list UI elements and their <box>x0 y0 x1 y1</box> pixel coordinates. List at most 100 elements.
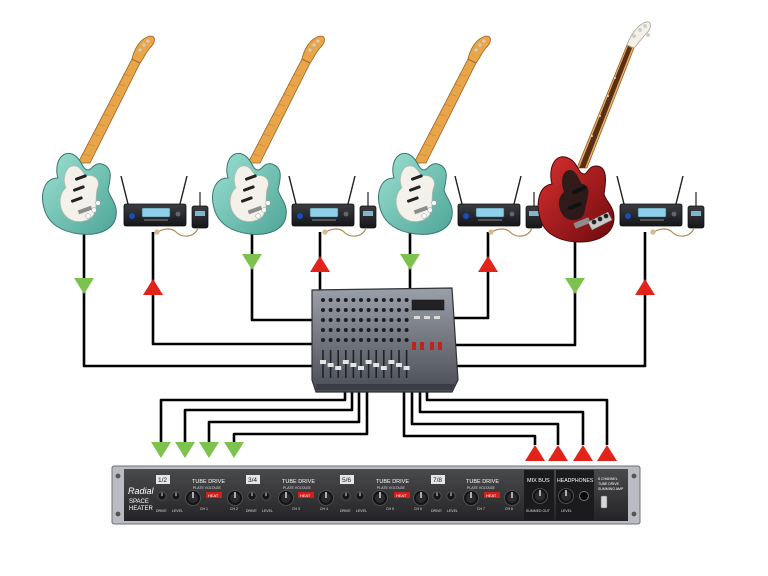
tube-drive-knob-1a[interactable] <box>184 489 202 507</box>
mixer-knob[interactable] <box>351 308 356 312</box>
mixer-knob[interactable] <box>381 308 386 312</box>
mixer-knob[interactable] <box>351 338 356 342</box>
mixer-knob[interactable] <box>389 328 394 332</box>
instrument-row <box>42 21 705 243</box>
tube-drive-knob-2a[interactable] <box>277 489 295 507</box>
mixer-knob[interactable] <box>351 318 356 322</box>
mixer-knob[interactable] <box>351 298 356 302</box>
mixer-knob[interactable] <box>381 318 386 322</box>
mixer-knob[interactable] <box>328 298 333 302</box>
mixer-knob[interactable] <box>404 318 409 322</box>
mixer-fader[interactable] <box>335 366 342 370</box>
mixer-knob[interactable] <box>336 338 341 342</box>
mixer-knob[interactable] <box>328 308 333 312</box>
mixer-fader[interactable] <box>373 363 380 367</box>
mixer-knob[interactable] <box>321 308 325 312</box>
pair-label-2: 3/4 <box>248 477 257 484</box>
mix-bus-knob[interactable] <box>531 487 549 505</box>
mixer-knob[interactable] <box>336 308 341 312</box>
mixer-fader[interactable] <box>320 360 326 364</box>
mixer-fader[interactable] <box>365 360 372 364</box>
mixer-knob[interactable] <box>336 318 341 322</box>
ch-a-label-4: CH 7 <box>477 507 485 511</box>
mixer-knob[interactable] <box>343 318 348 322</box>
mixer-knob[interactable] <box>397 328 401 332</box>
mixer-knob[interactable] <box>328 318 333 322</box>
brand-line-3: HEATER <box>129 506 154 512</box>
mixer-knob[interactable] <box>359 338 363 342</box>
mixer-fader[interactable] <box>342 360 349 364</box>
power-switch[interactable] <box>600 495 608 509</box>
mixer-knob[interactable] <box>321 298 325 302</box>
drive-knob-4[interactable] <box>432 491 442 501</box>
level-knob-2[interactable] <box>261 491 271 501</box>
mixer-knob[interactable] <box>381 338 386 342</box>
mixer-knob[interactable] <box>321 338 325 342</box>
mixer-knob[interactable] <box>328 338 333 342</box>
mixer-knob[interactable] <box>374 338 379 342</box>
mixer-knob[interactable] <box>404 298 409 302</box>
mixer-knob[interactable] <box>381 328 386 332</box>
mixer-knob[interactable] <box>336 298 341 302</box>
mixer-knob[interactable] <box>397 318 401 322</box>
drive-knob-1[interactable] <box>157 491 167 501</box>
mixer-knob[interactable] <box>404 308 409 312</box>
mixer-knob[interactable] <box>336 328 341 332</box>
mixer-fader[interactable] <box>396 363 402 367</box>
tube-drive-knob-4b[interactable] <box>503 489 521 507</box>
tube-drive-knob-2b[interactable] <box>317 489 335 507</box>
wireless-receiver-2-icon <box>288 175 377 237</box>
tube-drive-knob-3b[interactable] <box>412 489 430 507</box>
mixer-knob[interactable] <box>389 338 394 342</box>
mixer-knob[interactable] <box>321 318 325 322</box>
mixer-knob[interactable] <box>374 328 379 332</box>
mixer-fader[interactable] <box>358 366 364 370</box>
drive-knob-3[interactable] <box>341 491 351 501</box>
mixer-knob[interactable] <box>381 298 386 302</box>
mixer-knob[interactable] <box>389 318 394 322</box>
mixer-knob[interactable] <box>404 328 409 332</box>
mixer-knob[interactable] <box>404 338 409 342</box>
tube-drive-knob-4a[interactable] <box>462 489 480 507</box>
mixer-knob[interactable] <box>366 308 371 312</box>
mixer-fader[interactable] <box>380 366 387 370</box>
level-knob-4[interactable] <box>446 491 456 501</box>
mixer-knob[interactable] <box>397 298 401 302</box>
headphone-jack-icon[interactable] <box>579 491 589 501</box>
mixer-knob[interactable] <box>328 328 333 332</box>
mixer-fader[interactable] <box>350 363 357 367</box>
mixer-knob[interactable] <box>397 338 401 342</box>
mixer-knob[interactable] <box>343 298 348 302</box>
mixer-fader[interactable] <box>327 363 334 367</box>
mixer-knob[interactable] <box>359 328 363 332</box>
mixer-knob[interactable] <box>359 308 363 312</box>
mixer-knob[interactable] <box>359 298 363 302</box>
tube-drive-title-4: TUBE DRIVE <box>466 479 499 485</box>
mixer-knob[interactable] <box>359 318 363 322</box>
mixer-knob[interactable] <box>374 308 379 312</box>
mixer-knob[interactable] <box>343 338 348 342</box>
tube-drive-knob-1b[interactable] <box>226 489 244 507</box>
mixer-knob[interactable] <box>321 328 325 332</box>
mixer-knob[interactable] <box>366 328 371 332</box>
level-knob-3[interactable] <box>355 491 365 501</box>
mixer-knob[interactable] <box>351 328 356 332</box>
mixer-knob[interactable] <box>366 318 371 322</box>
tube-drive-knob-3a[interactable] <box>371 489 389 507</box>
mixer-knob[interactable] <box>374 318 379 322</box>
mixer-knob[interactable] <box>366 298 371 302</box>
mixer-fader[interactable] <box>403 366 410 370</box>
mixer-knob[interactable] <box>389 308 394 312</box>
mixer-knob[interactable] <box>389 298 394 302</box>
mixer-knob[interactable] <box>366 338 371 342</box>
mixer-knob[interactable] <box>397 308 401 312</box>
mixer-knob[interactable] <box>374 298 379 302</box>
mixer-fader[interactable] <box>388 360 395 364</box>
drive-label-1: DRIVE <box>156 509 167 513</box>
drive-knob-2[interactable] <box>247 491 257 501</box>
mixer-knob[interactable] <box>343 308 348 312</box>
level-knob-1[interactable] <box>171 491 181 501</box>
headphones-level-knob[interactable] <box>557 487 575 505</box>
side-text-1: 8 CHANNEL <box>598 477 618 481</box>
mixer-knob[interactable] <box>343 328 348 332</box>
